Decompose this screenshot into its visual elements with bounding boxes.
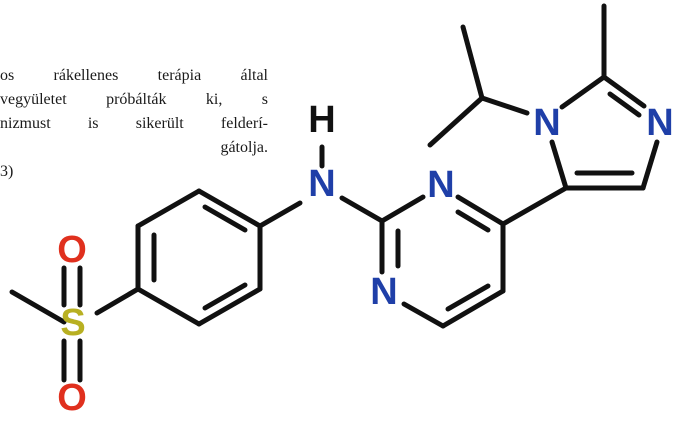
bond-pyrimidine-c4-n3 <box>401 301 446 329</box>
bond-isopropyl-methyl-1 <box>460 24 485 101</box>
bonds <box>9 3 660 383</box>
bond-pyrimidine-imidazole <box>500 185 569 227</box>
bond-pyrimidine-n1-c6 <box>455 194 506 227</box>
atom-nitrogen-pyrimidine-bottom: N <box>370 271 397 313</box>
bond-isopropyl-methyl-2 <box>427 95 485 148</box>
atom-labels: H N N N N N S O O <box>57 99 674 419</box>
atom-oxygen-bottom: O <box>57 377 87 419</box>
text-line-1: os rákellenes terápia által <box>0 67 268 84</box>
atom-nitrogen-imidazole-right: N <box>646 102 673 144</box>
atom-nitrogen-imidazole-left: N <box>533 102 560 144</box>
bond-pyrimidine-inner-2 <box>455 209 491 233</box>
text-line-2: vegyületet próbálták ki, s <box>0 91 268 108</box>
bond-sulfur-benzene <box>94 286 141 316</box>
atom-hydrogen: H <box>308 99 335 141</box>
bond-benzene-6 <box>135 286 202 327</box>
bond-pyrimidine-c2-n1 <box>379 194 426 224</box>
bond-benzene-5 <box>196 286 263 327</box>
bond-methyl-sulfur <box>9 289 67 325</box>
text-line-3: nizmust is sikerült felderí- <box>0 115 268 132</box>
bond-isopropyl-n <box>479 95 530 116</box>
article-text-fragment: os rákellenes terápia által vegyületet p… <box>0 64 268 184</box>
atom-sulfur: S <box>60 302 85 344</box>
bond-imidazole-c5-n1 <box>549 139 569 191</box>
bond-benzene-3 <box>196 188 263 229</box>
bond-amine-pyrimidine <box>339 195 385 224</box>
bond-imidazole-c2-n3-inner <box>607 91 642 118</box>
text-line-4: gátolja. <box>220 139 268 156</box>
bond-benzene-inner-3 <box>202 282 248 311</box>
atom-nitrogen-pyrimidine-top: N <box>427 164 454 206</box>
bond-imidazole-n3-c4 <box>640 139 660 191</box>
bond-imidazole-n1-c2 <box>559 74 607 110</box>
bond-pyrimidine-c5-c4 <box>440 288 506 329</box>
bond-pyrimidine-inner-3 <box>445 283 491 312</box>
atom-oxygen-top: O <box>57 229 87 271</box>
bond-benzene-amine <box>257 200 303 229</box>
bond-benzene-2 <box>135 188 202 229</box>
bond-benzene-inner-2 <box>202 204 248 233</box>
text-line-5: 3) <box>0 163 14 180</box>
bond-imidazole-c2-n3 <box>601 74 647 109</box>
atom-nitrogen-amine: N <box>308 163 335 205</box>
